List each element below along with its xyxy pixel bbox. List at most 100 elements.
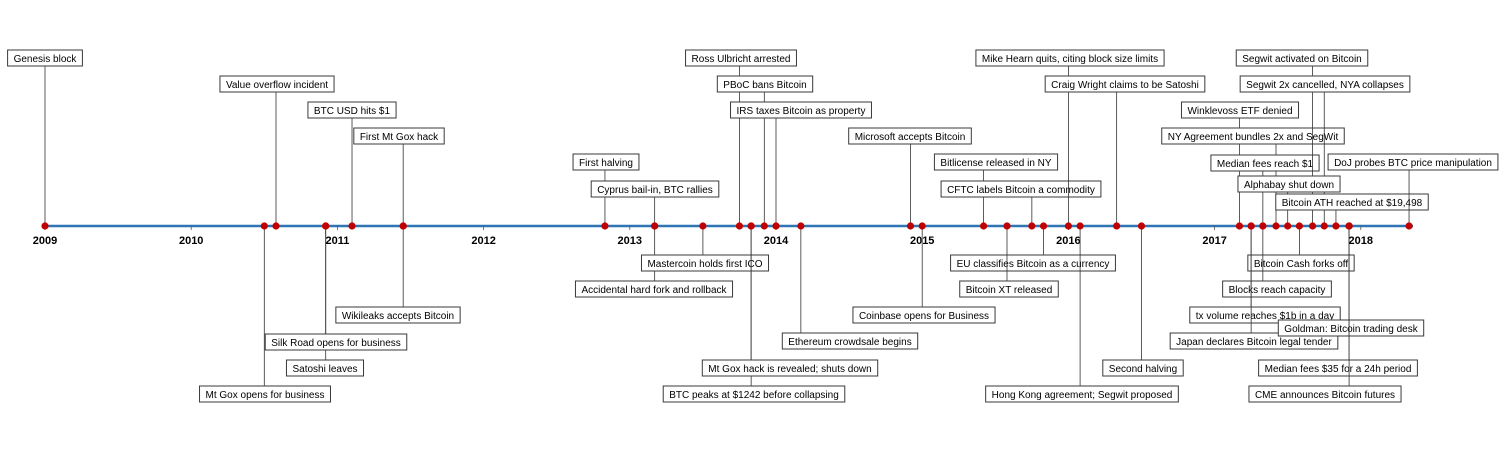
year-label: 2018 xyxy=(1349,235,1373,247)
event-marker xyxy=(651,222,659,230)
event-label: PBoC bans Bitcoin xyxy=(723,80,806,91)
event-marker xyxy=(797,222,805,230)
event-marker xyxy=(1028,222,1036,230)
event-label: tx volume reaches $1b in a day xyxy=(1196,311,1334,322)
event-label: Microsoft accepts Bitcoin xyxy=(855,132,966,143)
event-label: Ethereum crowdsale begins xyxy=(788,337,911,348)
event-marker xyxy=(322,222,330,230)
event-label-box xyxy=(219,75,335,93)
event-label: Japan declares Bitcoin legal tender xyxy=(1176,337,1332,348)
event-marker xyxy=(1405,222,1413,230)
event-label: Mt Gox opens for business xyxy=(206,390,325,401)
event-label-box xyxy=(1248,385,1402,403)
event-label-box xyxy=(1169,332,1339,350)
event-label-box xyxy=(933,153,1059,171)
event-marker xyxy=(1235,222,1244,230)
event-marker xyxy=(260,222,268,230)
event-label: Ross Ulbricht arrested xyxy=(692,54,791,65)
event-marker xyxy=(1247,222,1255,230)
event-label: Satoshi leaves xyxy=(292,364,357,375)
year-label: 2011 xyxy=(325,235,349,247)
event-label: Blocks reach capacity xyxy=(1229,285,1326,296)
event-label-box xyxy=(1275,193,1429,211)
event-marker xyxy=(272,222,280,230)
event-label: IRS taxes Bitcoin as property xyxy=(737,106,866,117)
event-marker xyxy=(735,222,744,230)
event-label: CME announces Bitcoin futures xyxy=(1255,390,1395,401)
event-marker xyxy=(1137,222,1146,230)
event-label-box xyxy=(1235,49,1369,67)
year-label: 2012 xyxy=(471,235,495,247)
event-label-box xyxy=(1210,154,1320,172)
event-marker xyxy=(772,222,780,230)
event-label-box xyxy=(1161,127,1345,145)
event-label: Segwit activated on Bitcoin xyxy=(1242,54,1362,65)
event-marker xyxy=(1332,222,1340,230)
event-label: Bitcoin Cash forks off xyxy=(1254,259,1349,270)
event-label-box xyxy=(1327,153,1499,171)
event-label-box xyxy=(590,180,720,198)
event-label-box xyxy=(716,75,814,93)
event-label-box xyxy=(285,359,365,377)
event-label-box xyxy=(264,333,408,351)
event-label: Bitlicense released in NY xyxy=(940,158,1051,169)
event-marker xyxy=(906,222,915,230)
event-marker xyxy=(699,222,707,230)
event-label-box xyxy=(662,385,846,403)
event-label-box xyxy=(781,332,919,350)
event-marker xyxy=(1259,222,1267,230)
event-label: CFTC labels Bitcoin a commodity xyxy=(947,185,1095,196)
event-label: Mt Gox hack is revealed; shuts down xyxy=(708,364,871,375)
event-label: Craig Wright claims to be Satoshi xyxy=(1051,80,1199,91)
event-label: Median fees $35 for a 24h period xyxy=(1265,364,1412,375)
event-label-box xyxy=(975,49,1165,67)
event-marker xyxy=(601,222,609,230)
event-label: Winklevoss ETF denied xyxy=(1187,106,1292,117)
event-marker xyxy=(747,222,755,230)
event-label: Wikileaks accepts Bitcoin xyxy=(342,311,454,322)
event-label: Hong Kong agreement; Segwit proposed xyxy=(992,390,1173,401)
year-label: 2017 xyxy=(1202,235,1226,247)
event-label-box xyxy=(1247,254,1355,272)
event-label-box xyxy=(959,280,1059,298)
event-marker xyxy=(760,222,768,230)
event-label: Bitcoin ATH reached at $19,498 xyxy=(1282,198,1423,209)
event-marker xyxy=(1308,222,1317,230)
event-label-box xyxy=(1222,280,1332,298)
event-label: Alphabay shut down xyxy=(1244,180,1334,191)
event-label-box xyxy=(940,180,1102,198)
event-label-box xyxy=(353,127,445,145)
event-label: Accidental hard fork and rollback xyxy=(581,285,727,296)
event-label-box xyxy=(685,49,797,67)
event-label: Mike Hearn quits, citing block size limi… xyxy=(982,54,1158,65)
event-label-box xyxy=(199,385,331,403)
event-label: DoJ probes BTC price manipulation xyxy=(1334,158,1492,169)
event-label-box xyxy=(852,306,996,324)
event-marker xyxy=(1113,222,1121,230)
event-marker xyxy=(1284,222,1292,230)
event-marker xyxy=(1003,222,1011,230)
event-label: Median fees reach $1 xyxy=(1217,159,1314,170)
event-label-box xyxy=(701,359,879,377)
event-label: Genesis block xyxy=(14,54,78,65)
year-label: 2013 xyxy=(618,235,642,247)
event-label-box xyxy=(307,101,397,119)
event-marker xyxy=(1039,222,1048,230)
event-label-box xyxy=(335,306,461,324)
event-label-box xyxy=(730,101,872,119)
event-label-box xyxy=(640,254,770,272)
event-label: Silk Road opens for business xyxy=(271,338,401,349)
event-label: BTC peaks at $1242 before collapsing xyxy=(669,390,839,401)
event-marker xyxy=(980,222,988,230)
event-label-box xyxy=(1189,306,1341,324)
event-label: Goldman: Bitcoin trading desk xyxy=(1284,324,1418,335)
event-label-box xyxy=(1044,75,1206,93)
event-label-box xyxy=(1180,101,1300,119)
event-label-box xyxy=(574,280,734,298)
event-label-box xyxy=(1277,319,1425,337)
event-label-box xyxy=(1102,359,1184,377)
event-label-box xyxy=(572,153,640,171)
event-label: Bitcoin XT released xyxy=(966,285,1053,296)
event-label: Second halving xyxy=(1109,364,1177,375)
